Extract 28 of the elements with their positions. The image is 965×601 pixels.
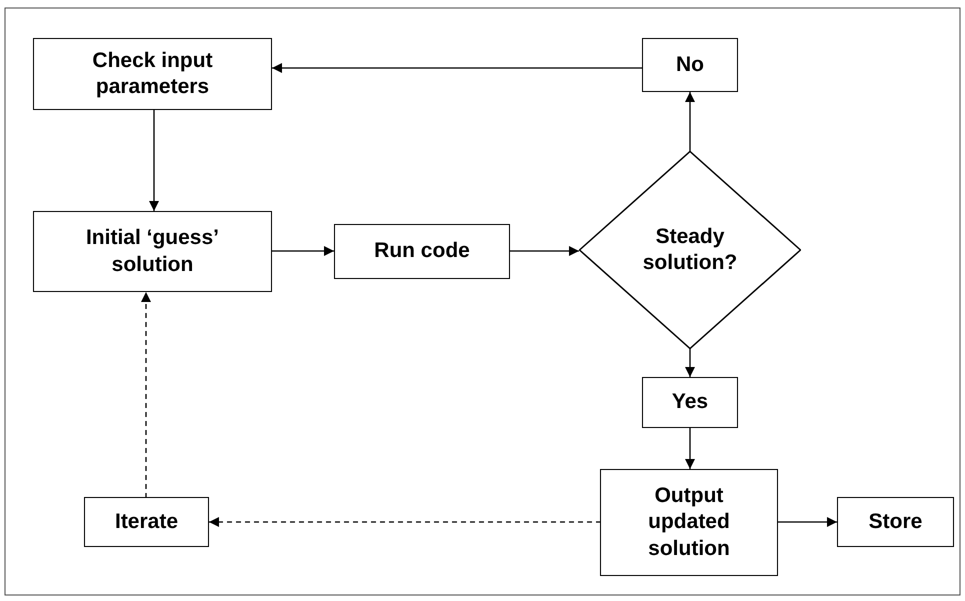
node-label: Iterate [114, 508, 178, 535]
arrow [149, 109, 159, 211]
node-label: Store [868, 508, 922, 535]
arrow [685, 427, 695, 469]
node-label: Initial ‘guess’ solution [84, 225, 220, 278]
node-label: No [676, 52, 704, 78]
node-label: Yes [672, 389, 708, 416]
dashed-arrow [209, 517, 601, 527]
node-label: Check input parameters [91, 48, 214, 100]
process-box [33, 211, 272, 292]
process-box [837, 497, 954, 547]
process-box [334, 224, 510, 279]
node-label: Steady solution? [642, 224, 738, 276]
process-box [642, 38, 738, 92]
process-box [84, 497, 209, 547]
dashed-arrow [141, 292, 151, 498]
process-box [33, 38, 272, 110]
arrow [271, 246, 334, 256]
node-label: Run code [374, 238, 470, 264]
arrow [777, 517, 837, 527]
node-label: Output updated solution [647, 483, 731, 562]
arrow [685, 348, 695, 377]
arrow [272, 63, 643, 73]
process-box [600, 469, 778, 576]
decision-diamond [579, 151, 801, 349]
arrow [685, 92, 695, 152]
arrow [509, 246, 579, 256]
process-box [642, 377, 738, 428]
